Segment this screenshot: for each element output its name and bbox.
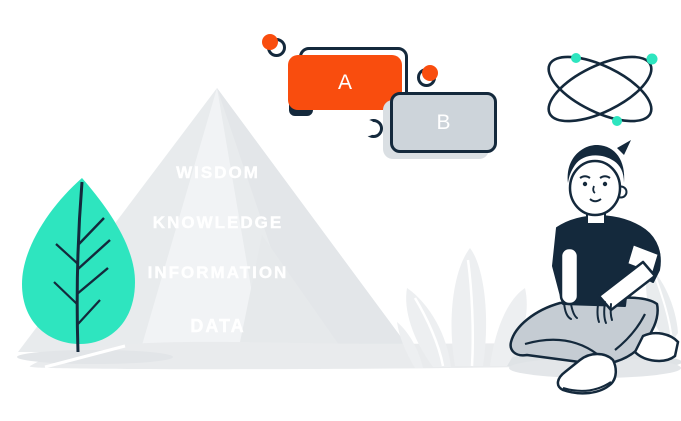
node-dot (612, 116, 622, 126)
person-legs (509, 296, 659, 366)
card-a: A (288, 55, 402, 110)
smile (589, 198, 602, 203)
shoe-back (633, 331, 680, 363)
eye (602, 181, 608, 187)
card-a-label: A (337, 70, 352, 94)
nose (592, 185, 596, 194)
node-dot (571, 53, 581, 63)
hair-spike (617, 140, 631, 155)
pyramid-level-data: DATA (190, 316, 246, 336)
card-b: B (390, 92, 497, 153)
person-head (567, 140, 631, 217)
hair (567, 144, 625, 183)
side-leaf-icon (646, 265, 678, 345)
pyramid-level-knowledge: KNOWLEDGE (152, 213, 284, 232)
person-right-arm (596, 260, 657, 324)
card-b-label: B (436, 110, 451, 134)
eyebrow (579, 175, 591, 179)
orange-dot-icon (422, 65, 438, 81)
person-left-arm (559, 246, 580, 320)
eye (582, 181, 588, 187)
eyebrow (599, 175, 611, 179)
node-dot (646, 53, 658, 65)
shoe-front (556, 352, 617, 395)
leaf-icon (22, 178, 135, 353)
white-dot-icon (360, 120, 376, 136)
orange-dot-icon (262, 34, 278, 50)
pyramid-level-information: INFORMATION (147, 263, 289, 282)
sitting-person-illustration (509, 140, 681, 395)
atom-network-icon (547, 53, 658, 126)
bush-icon (397, 248, 527, 368)
pyramid-level-wisdom: WISDOM (176, 163, 260, 182)
